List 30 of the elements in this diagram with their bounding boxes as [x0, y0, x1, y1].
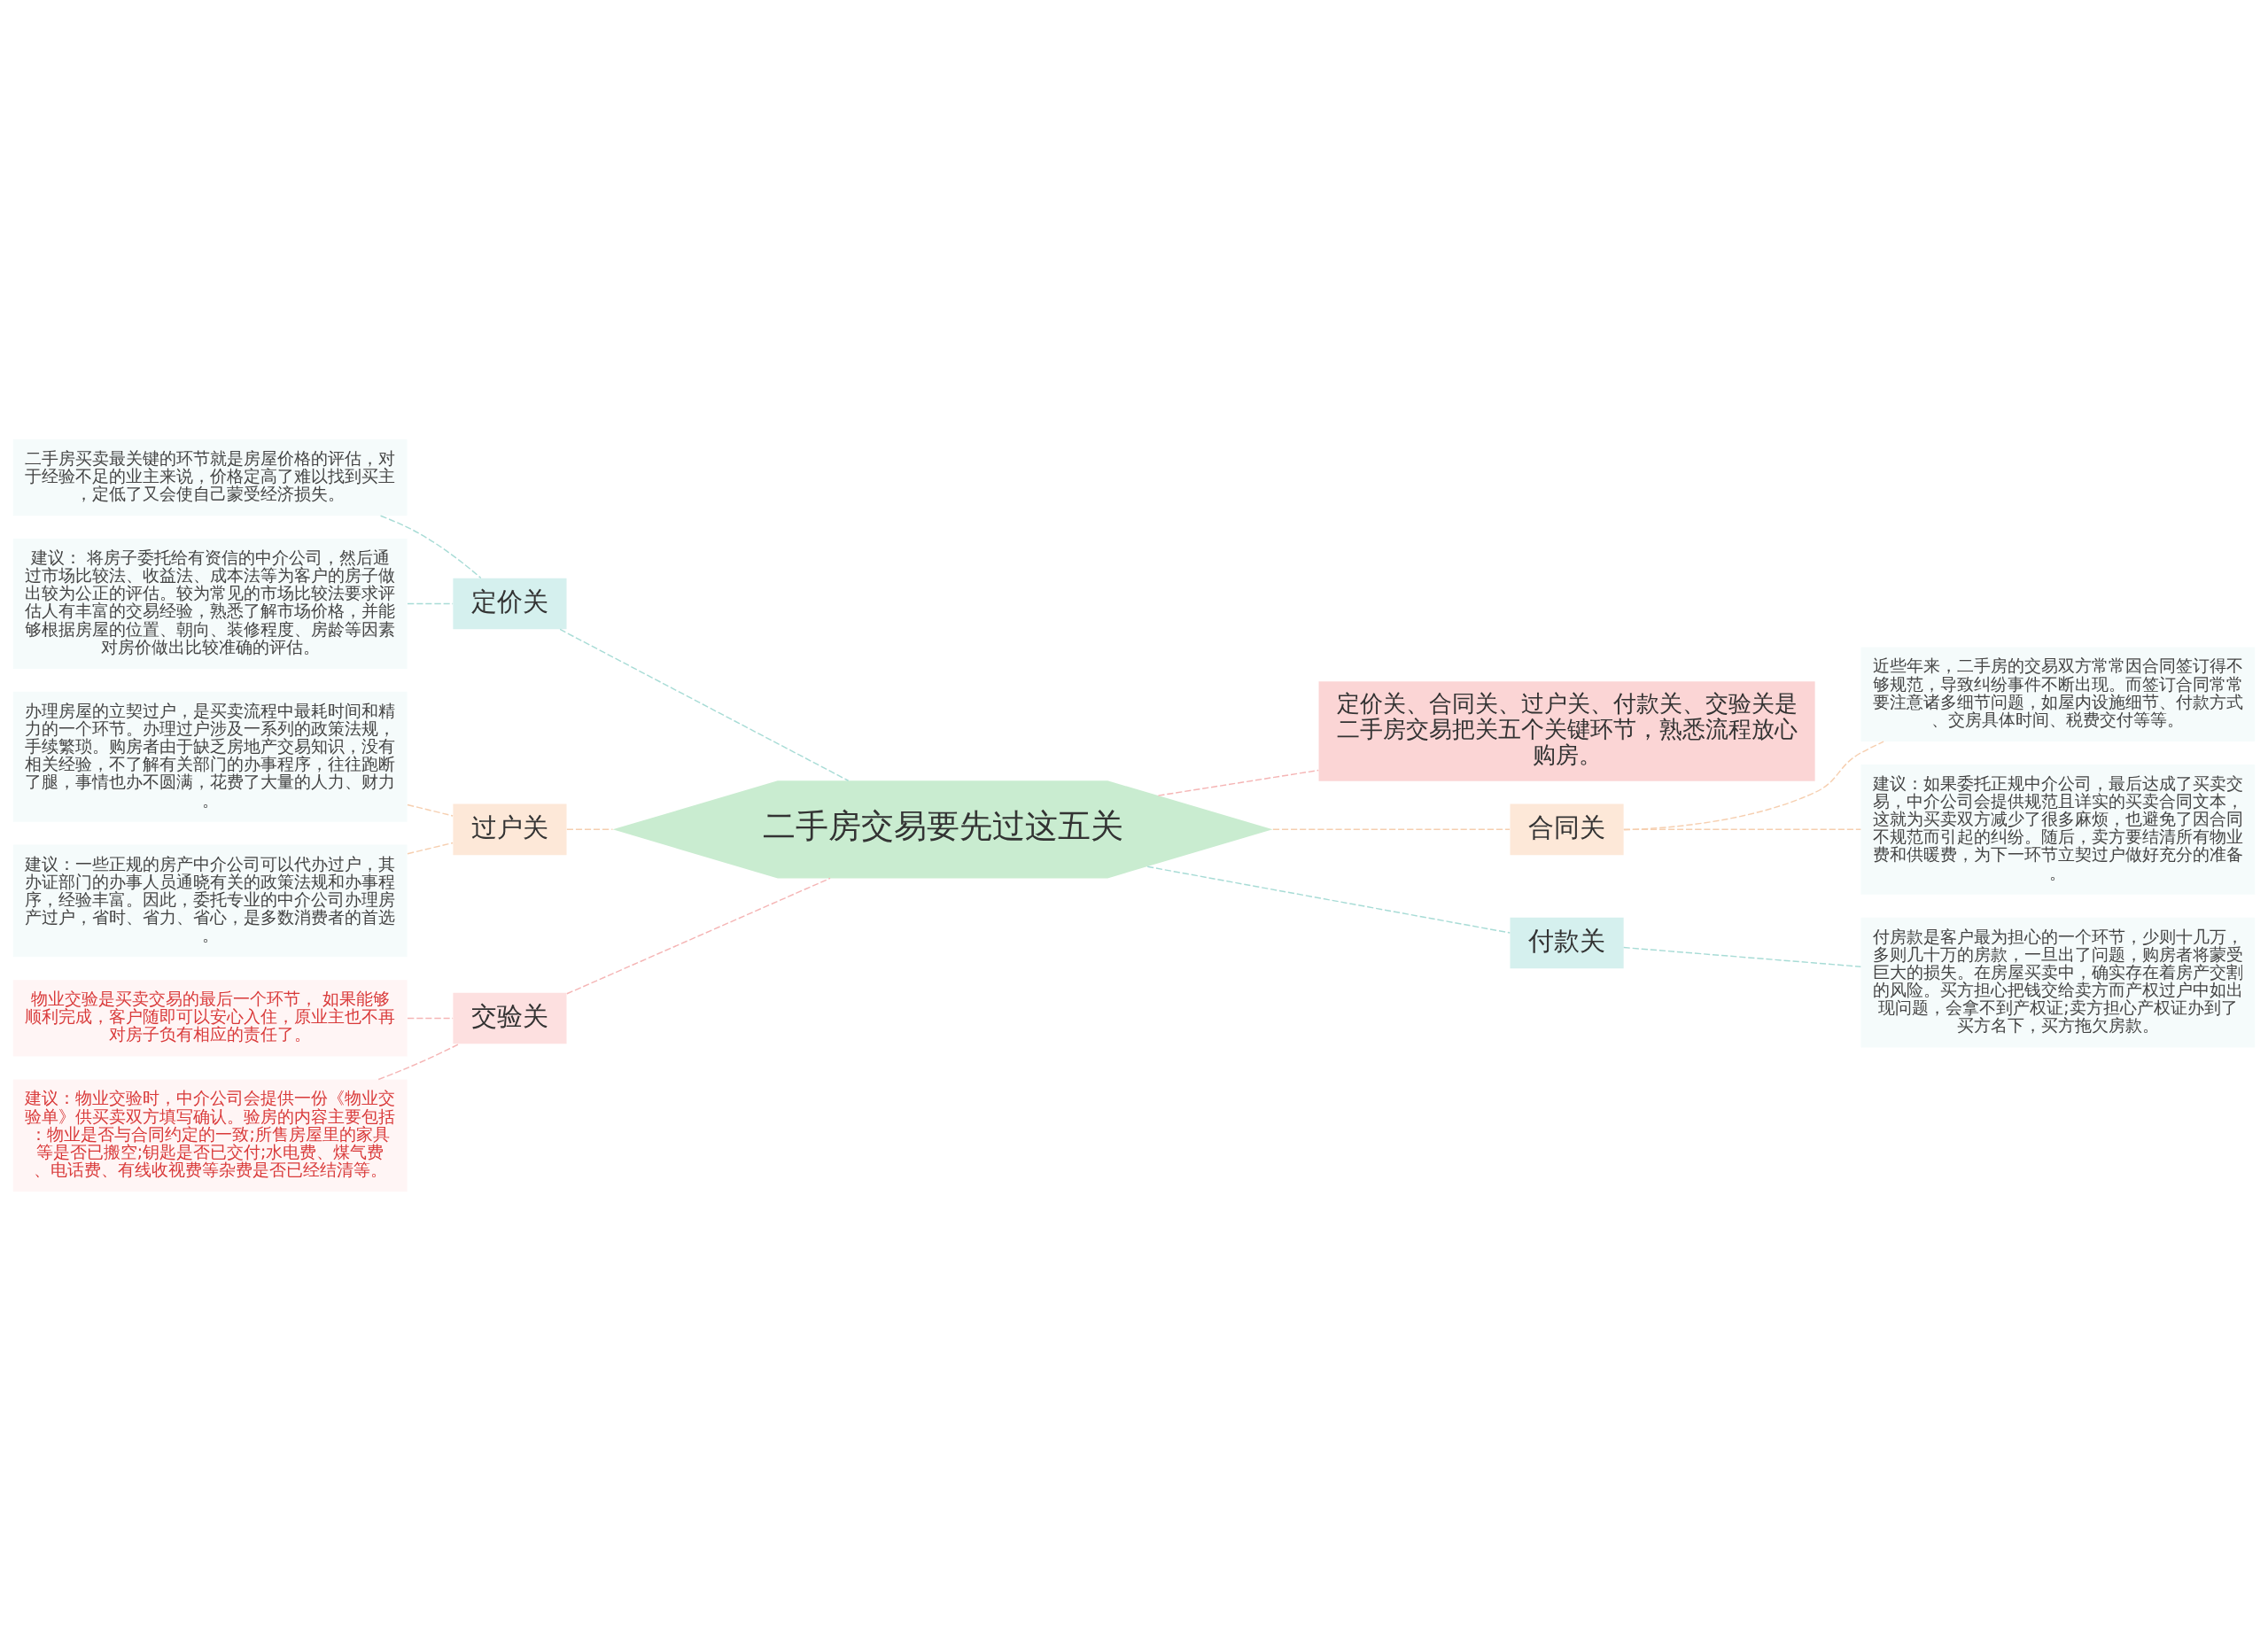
node-box: 办理房屋的立契过户，是买卖流程中最耗时间和精力的一个环节。办理过户涉及一系列的政策法规，手续繁琐。购房者由于缺乏房地产交易知识，没有相关经验，不了解有关部门的办事程序，往往跑断了腿，事情也办不圆满，花费了大量的人力、财力。 — [12, 691, 408, 822]
node-box: 定价关、合同关、过户关、付款关、交验关是二手房交易把关五个关键环节，熟悉流程放心购房。 — [1318, 680, 1815, 781]
connector — [407, 842, 454, 854]
node-box: 付款关 — [1510, 917, 1624, 968]
connector — [407, 803, 454, 817]
connector — [407, 602, 454, 604]
node-box: 近些年来，二手房的交易双方常常因合同签订得不够规范，导致纠纷事件不断出现。而签订合同常常要注意诸多细节问题，如屋内设施细节、付款方式、交房具体时间、税费交付等等。 — [1860, 646, 2256, 741]
connector — [1623, 828, 1862, 830]
connector — [566, 828, 614, 830]
connector — [377, 1043, 461, 1080]
node-box: 二手房买卖最关键的环节就是房屋价格的评估，对于经验不足的业主来说，价格定高了难以找到买主，定低了又会使自己蒙受经济损失。 — [12, 439, 408, 516]
node-box: 建议：一些正规的房产中介公司可以代办过户，其办证部门的办事人员通晓有关的政策法规和办事程序，经验丰富。因此，委托专业的中介公司办理房产过户，省时、省力、省心，是多数消费者的首选。 — [12, 844, 408, 957]
connector — [407, 1017, 454, 1019]
connector — [1157, 769, 1319, 796]
connector — [559, 628, 850, 781]
connector — [379, 515, 482, 578]
connector — [1623, 740, 1884, 830]
node-box: 付房款是客户最为担心的一个环节，少则十几万，多则几十万的房款，一旦出了问题，购房者将蒙受巨大的损失。在房屋买卖中，确实存在着房产交割的风险。买方担心把钱交给卖方而产权过户中如出现问题，会拿不到产权证;卖方担心产权证办到了买方名下，买方拖欠房款。 — [1860, 917, 2256, 1048]
node-box: 物业交验是买卖交易的最后一个环节， 如果能够顺利完成，客户随即可以安心入住，原业主也不再对房子负有相应的责任了。 — [12, 979, 408, 1057]
connector — [1623, 946, 1862, 967]
node-box: 建议：如果委托正规中介公司，最后达成了买卖交易，中介公司会提供规范且详实的买卖合同文本，这就为买卖双方减少了很多麻烦，也避免了因合同不规范而引起的纠纷。随后，卖方要结清所有物业费和供暖费，为下一环节立契过户做好充分的准备。 — [1860, 764, 2256, 895]
node-box: 建议：物业交验时，中介公司会提供一份《物业交验单》供买卖双方填写确认。验房的内容主要包括：物业是否与合同约定的一致;所售房屋里的家具等是否已搬空;钥匙是否已交付;水电费、煤气费、电话费、有线收视费等杂费是否已经结清等。 — [12, 1079, 408, 1191]
node-box: 定价关 — [453, 578, 567, 629]
connector — [1272, 828, 1511, 830]
node-box: 合同关 — [1510, 803, 1624, 855]
connector — [1146, 865, 1511, 934]
node-box: 过户关 — [453, 803, 567, 855]
node-box: 建议： 将房子委托给有资信的中介公司，然后通过市场比较法、收益法、成本法等为客户的房子做出较为公正的评估。较为常见的市场比较法要求评估人有丰富的交易经验，熟悉了解市场价格，并能够根据房屋的位置、朝向、装修程度、房龄等因素对房价做出比较准确的评估。 — [12, 538, 408, 669]
connector — [566, 877, 831, 994]
node-box: 交验关 — [453, 992, 567, 1044]
